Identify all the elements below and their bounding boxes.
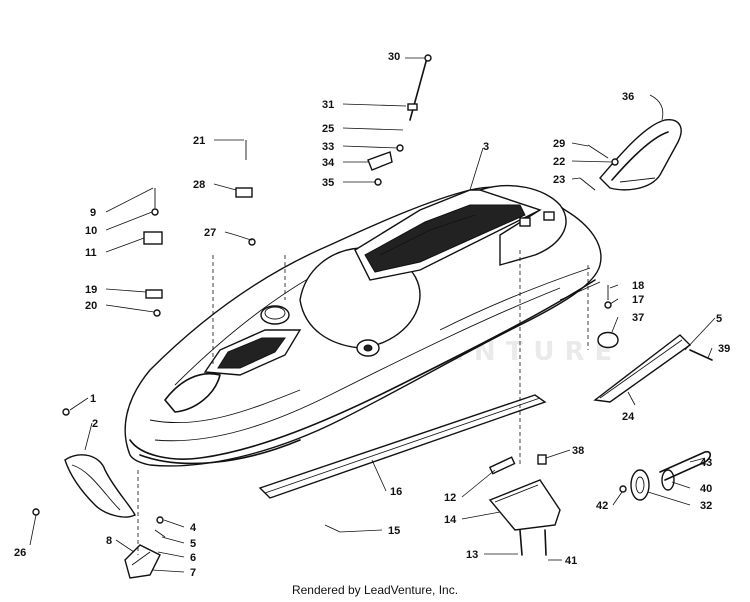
callout-26: 26 bbox=[14, 547, 26, 559]
callout-22: 22 bbox=[553, 156, 565, 168]
callout-27: 27 bbox=[204, 227, 216, 239]
callout-30: 30 bbox=[388, 51, 400, 63]
callout-41: 41 bbox=[565, 555, 577, 567]
callout-43: 43 bbox=[700, 457, 712, 469]
callout-4: 4 bbox=[190, 522, 197, 534]
callout-24: 24 bbox=[622, 411, 635, 423]
leader-lines bbox=[29, 57, 716, 573]
callout-10: 10 bbox=[85, 225, 97, 237]
callout-38: 38 bbox=[572, 445, 584, 457]
callout-2: 2 bbox=[92, 418, 98, 430]
callout-5: 5 bbox=[190, 538, 196, 550]
callout-16: 16 bbox=[390, 486, 402, 498]
callout-32: 32 bbox=[700, 500, 712, 512]
front-bumper bbox=[64, 454, 136, 518]
callout-labels: 30 31 25 33 34 35 3 36 29 22 23 21 28 27… bbox=[14, 51, 730, 579]
callout-40: 40 bbox=[700, 483, 712, 495]
side-rail bbox=[258, 394, 547, 499]
mount-bracket bbox=[488, 454, 561, 531]
callout-5-right: 5 bbox=[716, 313, 722, 325]
callout-37: 37 bbox=[632, 312, 644, 324]
callout-3: 3 bbox=[483, 141, 489, 153]
callout-8: 8 bbox=[106, 535, 112, 547]
callout-13: 13 bbox=[466, 549, 478, 561]
credit-footer: Rendered by LeadVenture, Inc. bbox=[291, 583, 459, 597]
callout-36: 36 bbox=[622, 91, 634, 103]
lower-bracket bbox=[124, 516, 166, 579]
pin-assembly bbox=[619, 450, 712, 501]
callout-42: 42 bbox=[596, 500, 608, 512]
callout-23: 23 bbox=[553, 174, 565, 186]
callout-14: 14 bbox=[444, 514, 457, 526]
callout-18: 18 bbox=[632, 280, 644, 292]
callout-20: 20 bbox=[85, 300, 97, 312]
callout-11: 11 bbox=[85, 247, 97, 259]
callout-9: 9 bbox=[90, 207, 96, 219]
callout-6: 6 bbox=[190, 552, 196, 564]
hull-body bbox=[124, 184, 602, 467]
callout-39: 39 bbox=[718, 343, 730, 355]
callout-17: 17 bbox=[632, 294, 644, 306]
rear-grab-rail bbox=[599, 119, 682, 191]
callout-29: 29 bbox=[553, 138, 565, 150]
callout-25: 25 bbox=[322, 123, 334, 135]
callout-33: 33 bbox=[322, 141, 334, 153]
callout-7: 7 bbox=[190, 567, 196, 579]
callout-15: 15 bbox=[388, 525, 400, 537]
callout-1: 1 bbox=[90, 393, 96, 405]
callout-19: 19 bbox=[85, 284, 97, 296]
callout-31: 31 bbox=[322, 99, 334, 111]
callout-34: 34 bbox=[322, 157, 335, 169]
callout-28: 28 bbox=[193, 179, 205, 191]
callout-12: 12 bbox=[444, 492, 456, 504]
callout-35: 35 bbox=[322, 177, 334, 189]
callout-21: 21 bbox=[193, 135, 205, 147]
